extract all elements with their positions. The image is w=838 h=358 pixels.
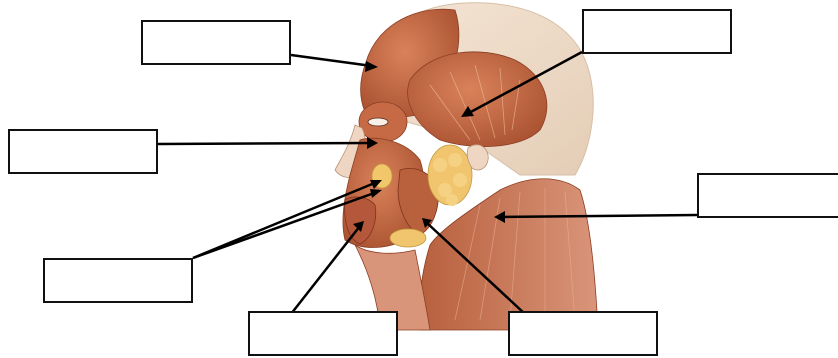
label-box-sternocleidomastoid[interactable] (697, 173, 838, 218)
label-box-zygomaticus[interactable] (43, 258, 193, 303)
pointer-line-frontalis (291, 55, 372, 66)
label-box-masseter[interactable] (508, 311, 658, 356)
label-box-orbicularis-oris[interactable] (248, 311, 398, 356)
label-box-frontalis[interactable] (141, 20, 291, 65)
submandibular-gland (390, 229, 426, 247)
pointer-line-orbicularis-oculi (158, 143, 372, 144)
label-box-orbicularis-oculi[interactable] (8, 129, 158, 174)
pointer-line-oris (291, 226, 360, 314)
parotid-gland (428, 145, 472, 206)
label-box-temporalis[interactable] (582, 9, 732, 54)
eye-icon (368, 118, 388, 126)
head-figure (335, 3, 598, 330)
